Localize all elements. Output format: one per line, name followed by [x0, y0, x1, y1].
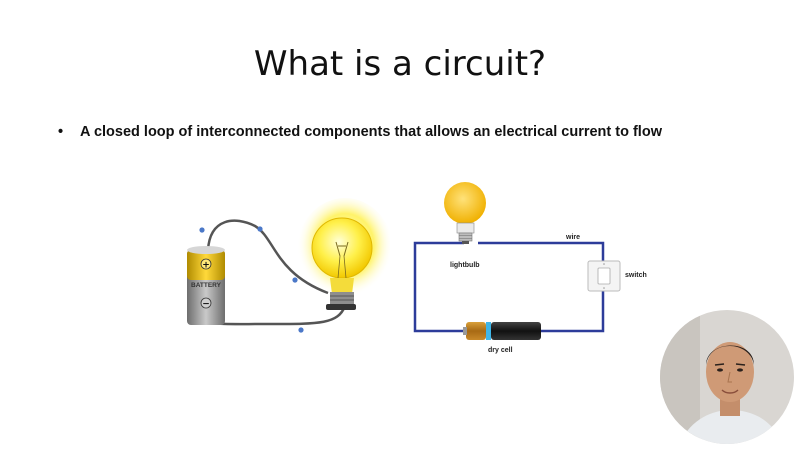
positive-terminal-icon: [200, 258, 212, 270]
electron: [298, 327, 304, 333]
wire-label: wire: [566, 234, 581, 241]
dry-cell-positive-end: [466, 322, 486, 340]
filament: [335, 241, 349, 257]
wire-bottom-right: [540, 291, 605, 333]
wire-left: [413, 241, 468, 333]
battery-bulb-svg: + BATTERY −: [187, 198, 393, 333]
lightbulb-icon: [444, 182, 486, 224]
circuit-diagram: lightbulb wire switch dry cell: [400, 175, 655, 365]
electron: [199, 227, 205, 233]
dry-cell-label: dry cell: [488, 347, 513, 354]
dry-cell-icon: [491, 322, 541, 340]
bottom-wire: [203, 305, 347, 326]
bulb-base: [326, 304, 356, 310]
battery-cap: [187, 246, 225, 254]
bullet-text: A closed loop of interconnected componen…: [80, 124, 662, 140]
lightbulb-glass: [311, 217, 373, 279]
electron: [292, 277, 298, 283]
lightbulb-neck: [330, 278, 354, 294]
negative-terminal-icon: [200, 297, 212, 309]
filament-lead: [337, 255, 341, 279]
slide-title: What is a circuit?: [253, 44, 547, 84]
presenter-avatar: [660, 310, 794, 444]
bulb-socket: [330, 292, 354, 306]
negative-symbol: −: [202, 300, 210, 310]
lightbulb-label: lightbulb: [450, 262, 480, 269]
filament-lead: [343, 255, 347, 279]
circuit-diagram-svg: [413, 182, 621, 340]
electron: [257, 226, 263, 232]
wire-top: [478, 241, 605, 261]
bullet-point: • A closed loop of interconnected compone…: [58, 124, 758, 140]
battery-label: BATTERY: [191, 282, 222, 289]
presenter-webcam: [660, 310, 794, 444]
positive-symbol: +: [202, 261, 210, 271]
battery-bulb-illustration: + BATTERY −: [180, 198, 393, 338]
bullet-marker: •: [58, 124, 64, 140]
top-wire: [206, 219, 329, 295]
switch-label: switch: [625, 272, 647, 279]
